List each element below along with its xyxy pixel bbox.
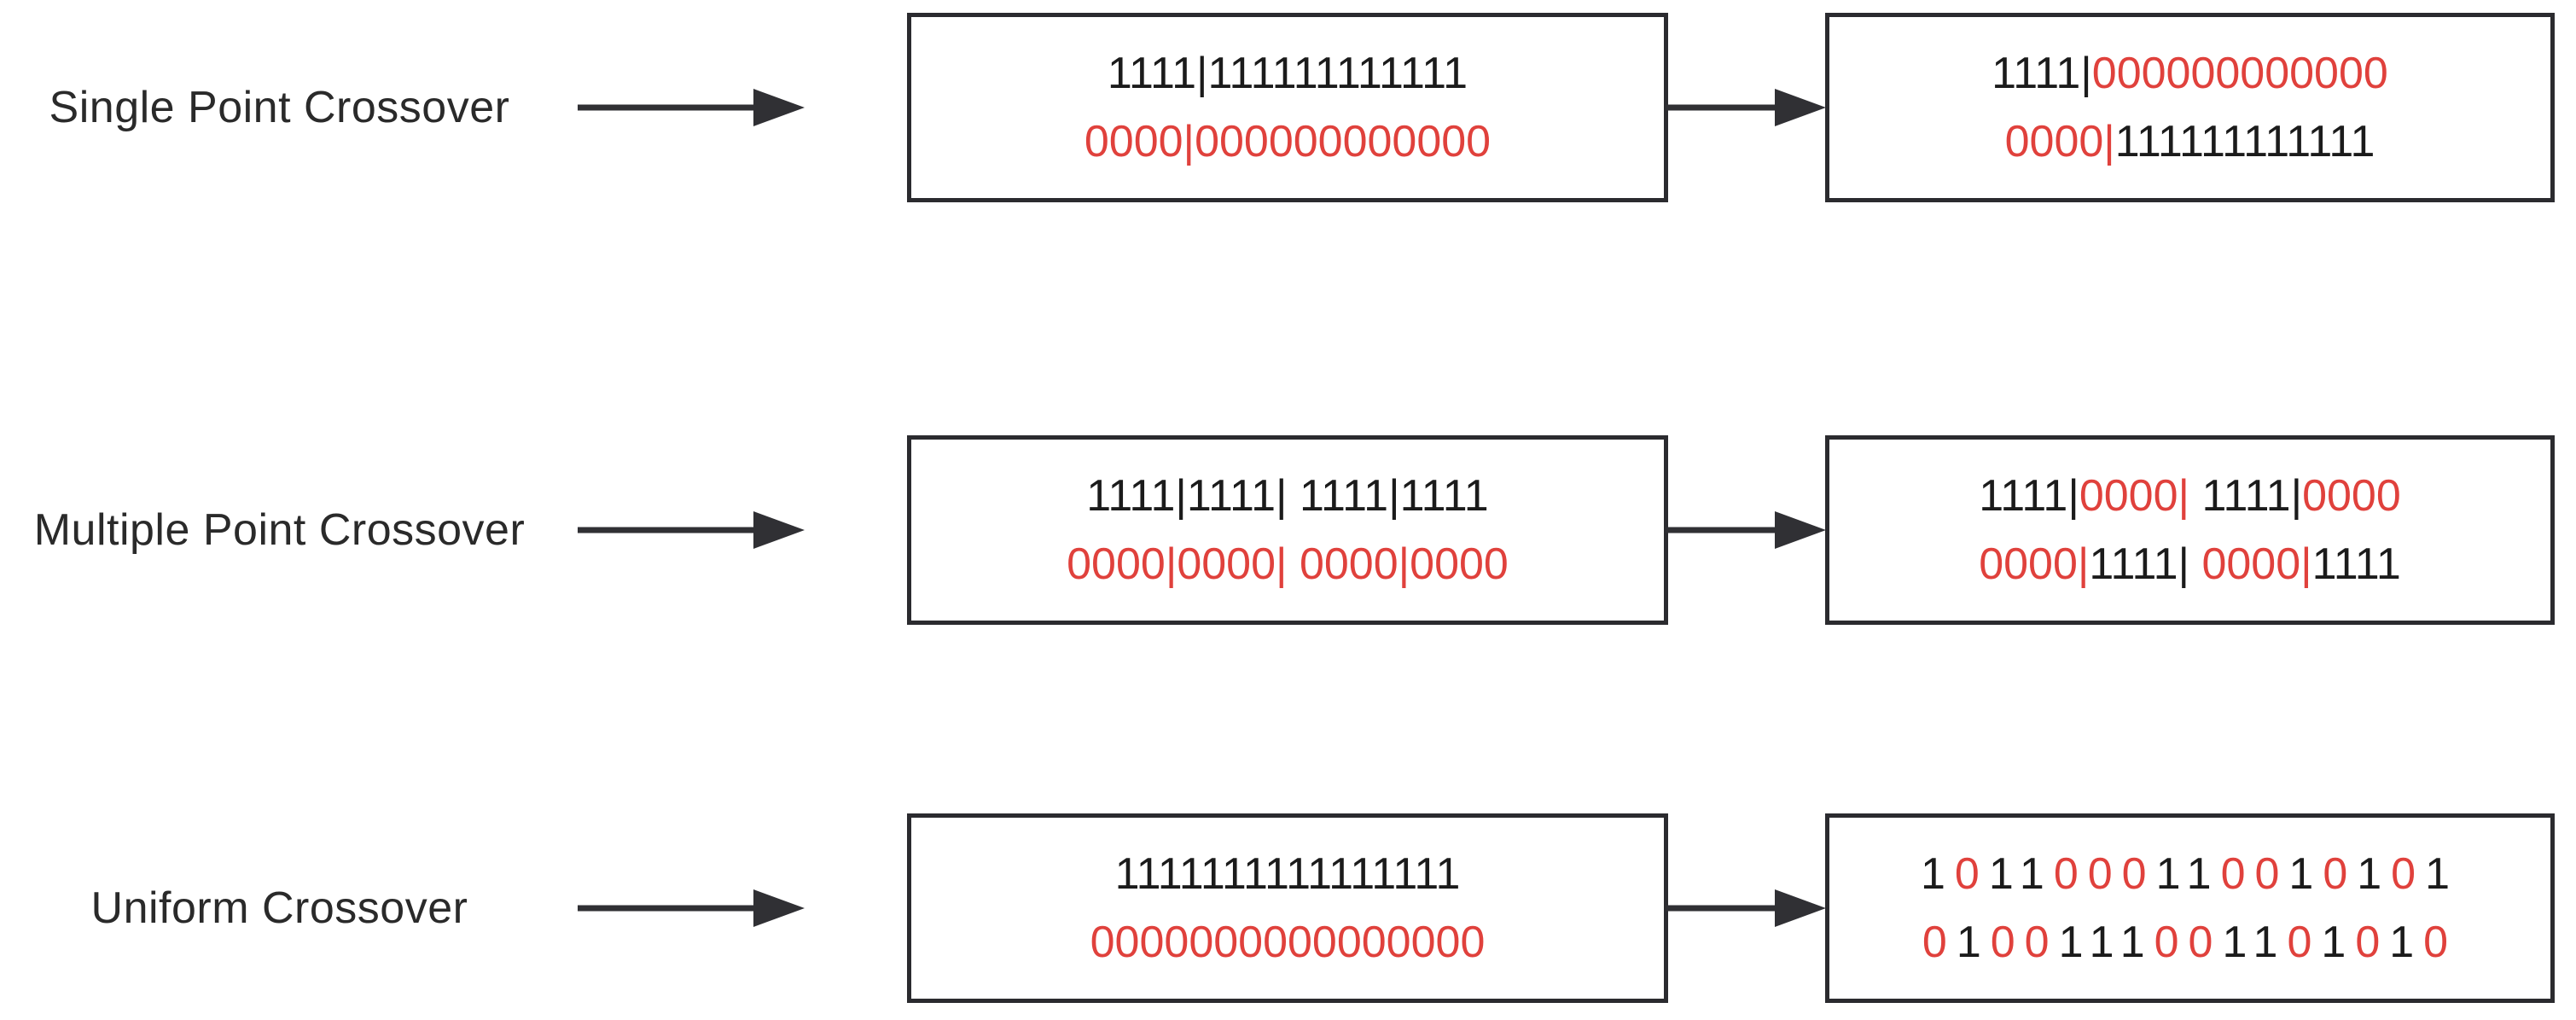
bit-segment: 111 [2058, 918, 2154, 967]
parent-chromosome: 1111|111111111111 [1108, 39, 1468, 108]
right-arrow-icon [578, 89, 805, 126]
parent-chromosome: 0000|0000| 0000|0000 [1067, 530, 1509, 598]
bit-segment: 00 [1990, 918, 2059, 967]
bit-segment: 111111111111 [2114, 117, 2375, 166]
bit-segment: 0000 [2302, 471, 2401, 521]
bit-segment: 11 [2155, 849, 2221, 899]
bit-segment: 0 [2423, 918, 2458, 967]
parents-box: 1111|1111| 1111|1111 0000|0000| 0000|000… [907, 435, 1668, 625]
offspring-chromosome: 1111|0000| 1111|0000 [1979, 462, 2401, 530]
row-single-point-crossover: Single Point Crossover 1111|111111111111… [0, 13, 2576, 202]
bit-segment: 0000| [2004, 117, 2115, 166]
offspring-chromosome: 0100111001101010 [1922, 908, 2457, 976]
bit-segment: 1111 [2311, 539, 2401, 589]
bit-segment: 1111| [1979, 471, 2079, 521]
right-arrow-icon [1666, 889, 1826, 927]
bit-segment: 0 [1922, 918, 1957, 967]
bit-segment: 11 [1988, 849, 2054, 899]
row-label: Uniform Crossover [90, 883, 468, 933]
offspring-chromosome: 1011000110010101 [1921, 840, 2459, 908]
bit-segment: 0000|0000| 0000|0000 [1067, 539, 1509, 589]
bit-segment: 1 [2288, 849, 2323, 899]
right-arrow-icon [1666, 511, 1826, 549]
bit-segment: 1 [2321, 918, 2356, 967]
bit-segment: 1 [2425, 849, 2460, 899]
bit-segment: 00 [2220, 849, 2289, 899]
bit-segment: 0000| [2079, 471, 2190, 521]
bit-segment: 1111| [1992, 49, 2092, 98]
parent-chromosome: 0000|000000000000 [1084, 108, 1491, 176]
bit-segment: 0 [2391, 849, 2426, 899]
offspring-chromosome: 0000|111111111111 [2005, 108, 2375, 176]
bit-segment: 0 [2323, 849, 2358, 899]
offspring-box: 1011000110010101 0100111001101010 [1825, 813, 2555, 1003]
parents-box: 1111111111111111 0000000000000000 [907, 813, 1668, 1003]
bit-segment: 0000|000000000000 [1084, 117, 1492, 166]
bit-segment: 1 [2389, 918, 2424, 967]
parent-chromosome: 1111|1111| 1111|1111 [1086, 462, 1488, 530]
parents-box: 1111|111111111111 0000|000000000000 [907, 13, 1668, 202]
bit-segment: 0000| [1979, 539, 2090, 589]
bit-segment: 00 [2154, 918, 2223, 967]
row-label: Single Point Crossover [49, 83, 510, 132]
bit-segment: 1111|111111111111 [1107, 49, 1468, 98]
bit-segment: 11 [2222, 918, 2288, 967]
row-label: Multiple Point Crossover [33, 505, 526, 555]
right-arrow-icon [578, 511, 805, 549]
bit-segment: 0 [2355, 918, 2390, 967]
bit-segment: 000000000000 [2091, 49, 2388, 98]
bit-segment: 1 [2357, 849, 2392, 899]
bit-segment: 1 [1920, 849, 1955, 899]
bit-segment: 0000000000000000 [1090, 918, 1486, 967]
bit-segment: 0 [2287, 918, 2322, 967]
offspring-chromosome: 0000|1111| 0000|1111 [1979, 530, 2401, 598]
parent-chromosome: 1111111111111111 [1115, 840, 1461, 908]
row-uniform-crossover: Uniform Crossover 1111111111111111 00000… [0, 813, 2576, 1003]
offspring-box: 1111|0000| 1111|0000 0000|1111| 0000|111… [1825, 435, 2555, 625]
bit-segment: 1111| [2189, 471, 2303, 521]
bit-segment: 1111|1111| 1111|1111 [1086, 471, 1489, 521]
bit-segment: 1111| [2089, 539, 2190, 589]
bit-segment: 0000| [2189, 539, 2312, 589]
right-arrow-icon [1666, 89, 1826, 126]
bit-segment: 0 [1954, 849, 1989, 899]
offspring-box: 1111|000000000000 0000|111111111111 [1825, 13, 2555, 202]
right-arrow-icon [578, 889, 805, 927]
bit-segment: 1 [1956, 918, 1991, 967]
bit-segment: 1111111111111111 [1114, 849, 1461, 899]
bit-segment: 000 [2053, 849, 2156, 899]
row-multiple-point-crossover: Multiple Point Crossover 1111|1111| 1111… [0, 435, 2576, 625]
offspring-chromosome: 1111|000000000000 [1992, 39, 2388, 108]
parent-chromosome: 0000000000000000 [1090, 908, 1486, 976]
